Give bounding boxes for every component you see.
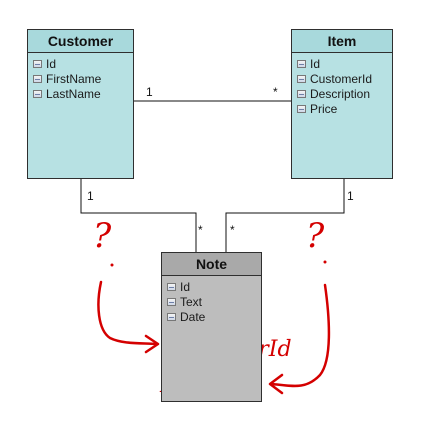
customer-item-mult-from: 1 (146, 85, 153, 99)
customer-note-mult-from: 1 (87, 189, 94, 203)
customer-field-lastname[interactable]: LastName (33, 86, 133, 101)
item-field-price-label: Price (310, 101, 338, 116)
item-field-description[interactable]: Description (297, 86, 392, 101)
question-dot-right (323, 260, 327, 264)
note-field-id-label: Id (180, 279, 191, 294)
field-icon (167, 297, 176, 306)
customer-field-lastname-label: LastName (46, 86, 101, 101)
field-icon (297, 104, 306, 113)
arrow-icon-left (97, 280, 158, 346)
note-field-text[interactable]: Text (167, 294, 261, 309)
question-dot-left (110, 263, 114, 267)
item-field-customerid-label: CustomerId (310, 71, 373, 86)
item-field-id[interactable]: Id (297, 56, 392, 71)
customer-field-id-label: Id (46, 56, 57, 71)
customer-entity-title: Customer (28, 30, 133, 53)
field-icon (297, 74, 306, 83)
item-note-connector (225, 178, 345, 252)
question-mark-left: ? (93, 216, 112, 256)
field-icon (297, 59, 306, 68)
arrow-icon-right (270, 283, 331, 388)
note-entity-title: Note (162, 253, 261, 276)
note-field-list: Id Text Date (162, 276, 261, 324)
field-icon (167, 312, 176, 321)
question-mark-right: ? (306, 216, 325, 256)
customer-field-list: Id FirstName LastName (28, 53, 133, 101)
item-field-price[interactable]: Price (297, 101, 392, 116)
item-field-list: Id CustomerId Description Price (292, 53, 392, 116)
customer-field-firstname-label: FirstName (46, 71, 102, 86)
note-field-text-label: Text (180, 294, 203, 309)
customer-item-mult-to: * (273, 85, 278, 99)
customer-note-connector (80, 178, 197, 252)
customer-field-id[interactable]: Id (33, 56, 133, 71)
item-note-mult-from: 1 (347, 189, 354, 203)
item-entity[interactable]: Item Id CustomerId Description Price (291, 29, 393, 179)
field-icon (33, 59, 42, 68)
note-field-id[interactable]: Id (167, 279, 261, 294)
item-field-customerid[interactable]: CustomerId (297, 71, 392, 86)
note-field-date[interactable]: Date (167, 309, 261, 324)
field-icon (33, 89, 42, 98)
arrowhead-icon-left (144, 334, 160, 354)
field-icon (167, 282, 176, 291)
note-entity[interactable]: Note Id Text Date (161, 252, 262, 402)
field-icon (297, 89, 306, 98)
item-field-id-label: Id (310, 56, 321, 71)
note-field-date-label: Date (180, 309, 206, 324)
item-field-description-label: Description (310, 86, 371, 101)
customer-note-mult-to: * (198, 223, 203, 237)
customer-entity[interactable]: Customer Id FirstName LastName (27, 29, 134, 179)
field-icon (33, 74, 42, 83)
item-note-mult-to: * (230, 223, 235, 237)
item-entity-title: Item (292, 30, 392, 53)
customer-field-firstname[interactable]: FirstName (33, 71, 133, 86)
arrowhead-icon-right (268, 373, 284, 395)
